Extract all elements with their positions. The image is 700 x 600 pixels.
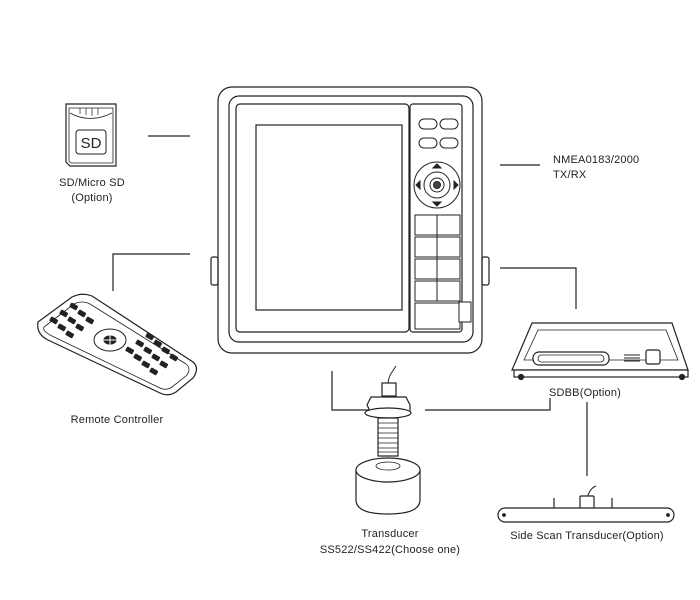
key-bottom	[414, 302, 461, 330]
sdbb-connection-line	[500, 267, 577, 309]
key-top-left	[418, 118, 438, 130]
arrow-left-icon	[415, 179, 421, 191]
remote-controller-icon	[37, 293, 198, 396]
key-top-right	[439, 118, 459, 130]
remote-connection-line	[112, 253, 190, 291]
arrow-down-icon	[431, 201, 443, 207]
nmea-label-line1: NMEA0183/2000	[553, 154, 640, 166]
arrow-up-icon	[431, 163, 443, 169]
nmea-label-line2: TX/RX	[553, 169, 587, 181]
side-scan-transducer-label: Side Scan Transducer(Option)	[510, 530, 664, 542]
transducer-icon	[355, 365, 421, 515]
arrow-right-icon	[453, 179, 459, 191]
side-scan-transducer-icon	[497, 485, 675, 523]
remote-controller-label: Remote Controller	[70, 414, 164, 426]
main-display-unit	[210, 86, 490, 354]
sd-card-label: SD	[81, 135, 102, 152]
transducer-label-line2: SS522/SS422(Choose one)	[319, 544, 461, 556]
sdbb-box-icon	[511, 322, 689, 381]
sd-card-icon	[65, 103, 117, 167]
sd-card-label-line1: SD/Micro SD	[59, 177, 125, 189]
transducer-connection-line	[331, 371, 373, 411]
transducer-label-line1: Transducer	[361, 528, 419, 540]
key-second-left	[418, 137, 438, 149]
sdbb-label: SDBB(Option)	[548, 387, 622, 399]
key-second-right	[439, 137, 459, 149]
sd-card-label-line2: (Option)	[71, 192, 113, 204]
sdbb-transducer-line	[425, 398, 551, 411]
keypad	[413, 118, 472, 330]
key-small	[458, 301, 472, 323]
direction-pad-inner	[433, 181, 441, 189]
connection-lines	[112, 135, 588, 476]
